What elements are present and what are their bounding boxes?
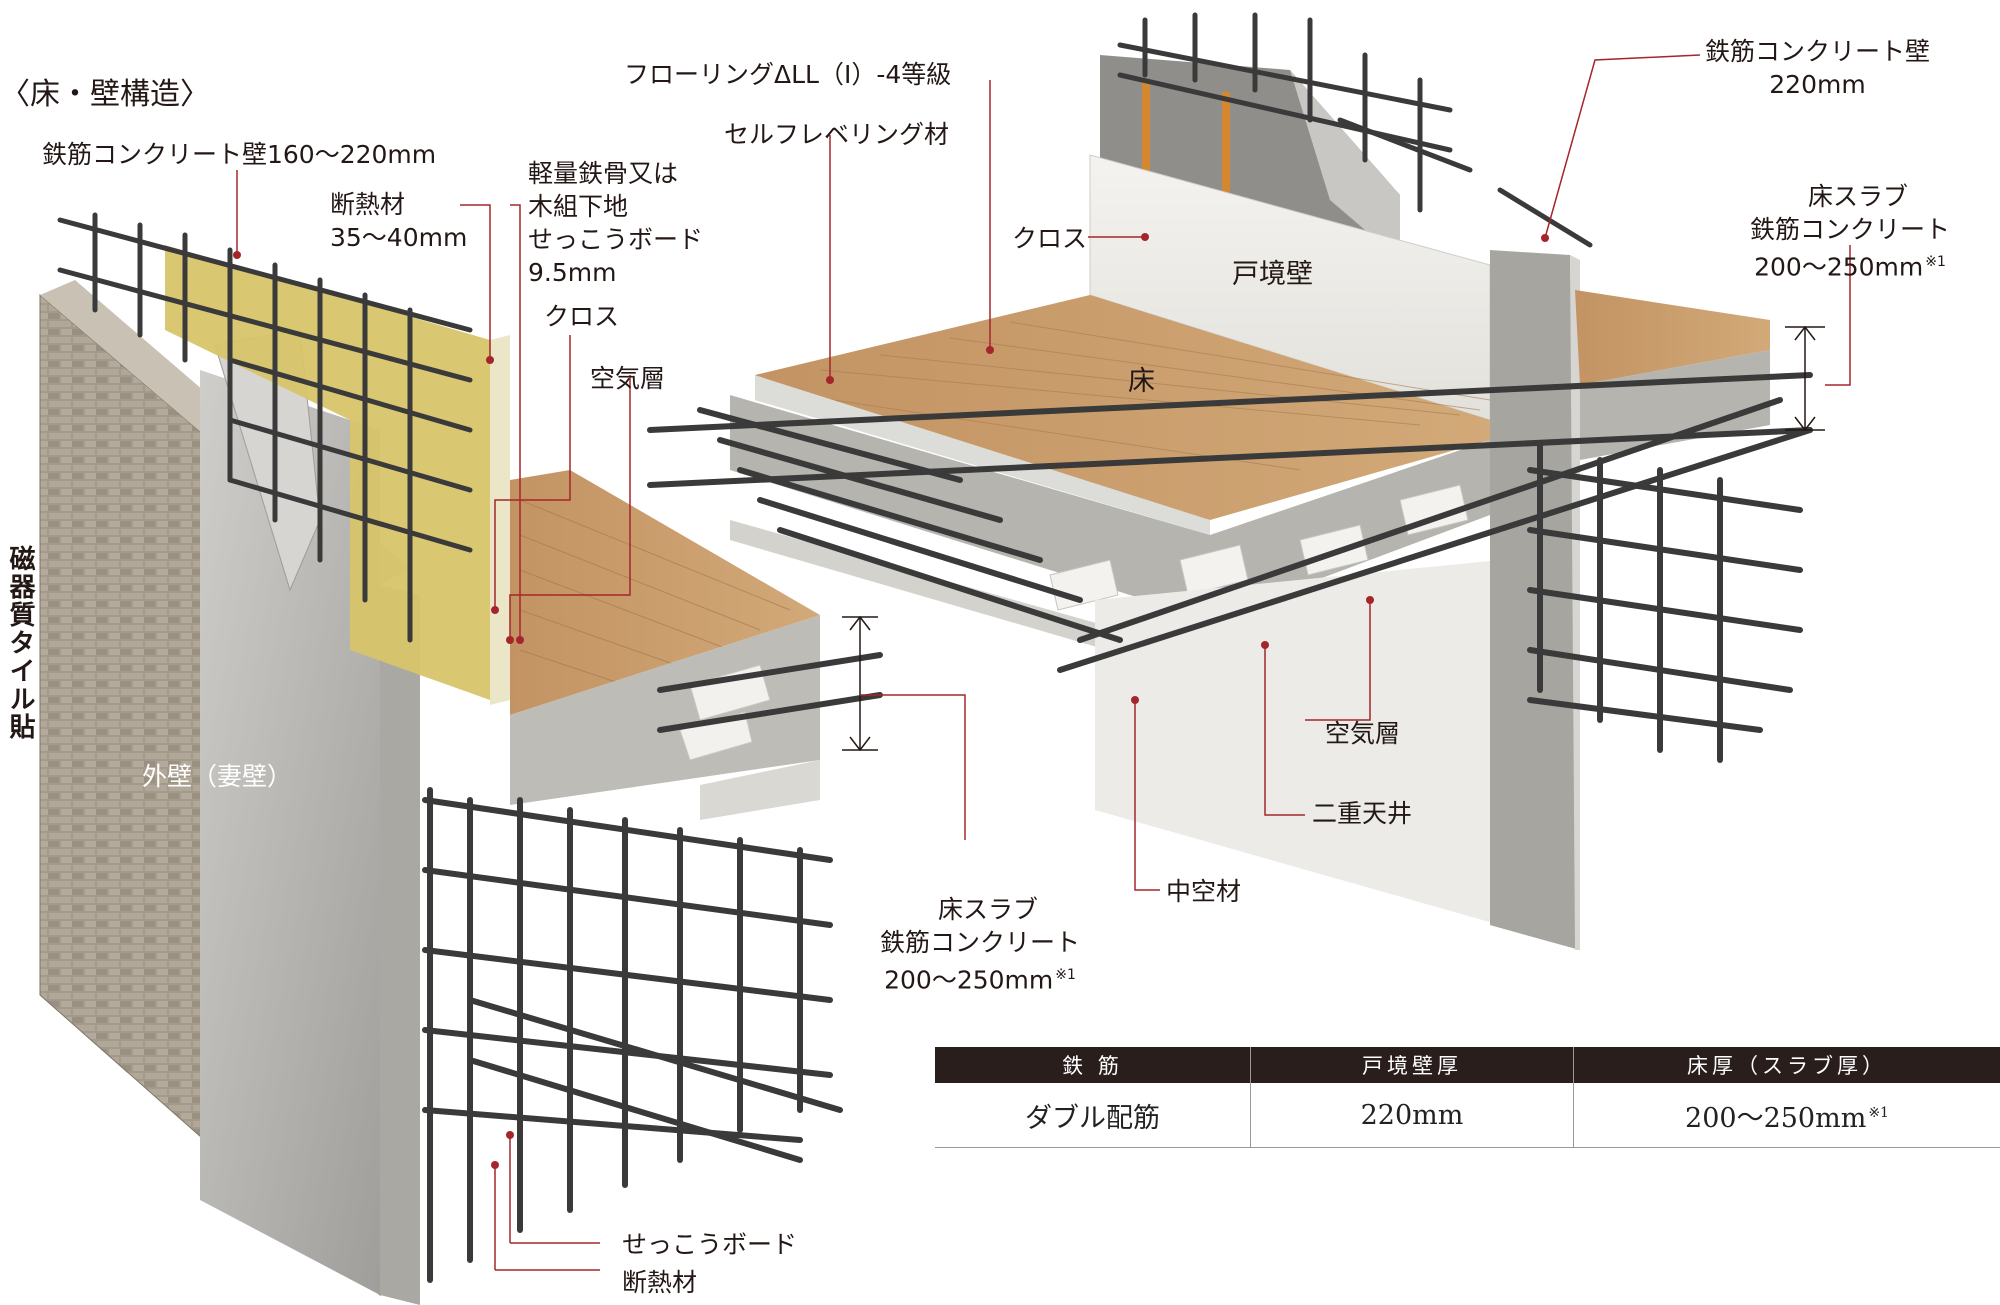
label-left-rc-wall: 鉄筋コンクリート壁160～220mm xyxy=(42,140,437,169)
spec-table-header-row: 鉄 筋 戸境壁厚 床厚（スラブ厚） xyxy=(935,1047,2000,1083)
label-left-gypsum: せっこうボード xyxy=(622,1230,798,1259)
leader-dots xyxy=(233,233,1549,1169)
label-right-slab-note: ※1 xyxy=(1925,254,1946,270)
label-right-air: 空気層 xyxy=(1325,719,1401,748)
concrete-wall-front xyxy=(380,585,420,1305)
label-party-wall: 戸境壁 xyxy=(1232,259,1313,290)
right-assembly xyxy=(647,12,1813,950)
spec-cell-floor-note: ※1 xyxy=(1868,1104,1889,1121)
label-left-frame: 軽量鉄骨又は 木組下地 せっこうボード 9.5mm xyxy=(528,159,704,287)
spec-table-row: ダブル配筋 220mm 200～250mm※1 xyxy=(935,1083,2000,1148)
dimension-markers xyxy=(842,325,1825,752)
left-rebar-cage xyxy=(422,652,883,1283)
section-heading: 〈床・壁構造〉 xyxy=(0,77,210,112)
adjacent-floor-wood xyxy=(1575,290,1770,385)
label-right-slab-text: 床スラブ 鉄筋コンクリート 200～250mm xyxy=(1750,182,1951,282)
spec-cell-floor-thickness: 200～250mm※1 xyxy=(1573,1083,2000,1148)
party-wall-stud2 xyxy=(1222,92,1230,202)
spec-cell-floor-value: 200～250mm xyxy=(1685,1102,1867,1134)
label-left-cloth: クロス xyxy=(544,302,620,331)
left-ceiling-board xyxy=(700,760,820,820)
concrete-wall xyxy=(200,370,380,1295)
label-floor: 床 xyxy=(1128,366,1155,397)
lower-party-wall xyxy=(1095,560,1500,925)
label-left-slab: 床スラブ 鉄筋コンクリート 200～250mm※1 xyxy=(880,860,1080,996)
label-right-slab: 床スラブ 鉄筋コンクリート 200～250mm※1 xyxy=(1750,147,1950,283)
spec-header-floor-thickness: 床厚（スラブ厚） xyxy=(1573,1047,2000,1083)
spec-header-wall-thickness: 戸境壁厚 xyxy=(1250,1047,1574,1083)
spec-header-rebar: 鉄 筋 xyxy=(935,1047,1251,1083)
label-left-insulation: 断熱材 35～40mm xyxy=(330,190,468,252)
rc-column-cut xyxy=(1570,255,1580,950)
party-wall-stud xyxy=(1142,82,1150,192)
left-assembly xyxy=(39,212,883,1305)
label-flooring: フローリングΔLL（Ⅰ）-4等級 xyxy=(624,60,952,89)
label-right-cloth: クロス xyxy=(1012,224,1088,253)
left-wall-rebar xyxy=(57,212,473,643)
label-left-slab-text: 床スラブ 鉄筋コンクリート 200～250mm xyxy=(880,895,1081,995)
left-floor-grain xyxy=(519,499,791,691)
label-hollow: 中空材 xyxy=(1166,877,1242,906)
left-slab-hollow xyxy=(689,664,771,721)
label-outer-wall: 外壁（妻壁） xyxy=(142,762,293,791)
label-left-slab-note: ※1 xyxy=(1055,967,1076,983)
rc-column xyxy=(1490,250,1580,950)
gypsum-strip xyxy=(490,335,510,705)
left-slab xyxy=(510,615,820,805)
party-wall-rebar xyxy=(1117,12,1593,248)
label-left-insulation-bottom: 断熱材 xyxy=(622,1268,698,1297)
spec-cell-rebar: ダブル配筋 xyxy=(935,1083,1251,1148)
tile-finish-label: 磁器質タイル貼 xyxy=(5,545,35,741)
leader-lines xyxy=(236,54,1851,1271)
spec-cell-wall-thickness: 220mm xyxy=(1250,1083,1574,1148)
label-self-leveling: セルフレベリング材 xyxy=(724,120,950,149)
spec-table: 鉄 筋 戸境壁厚 床厚（スラブ厚） ダブル配筋 220mm 200～250mm※… xyxy=(935,1047,2000,1148)
right-slab-rebar xyxy=(647,372,1813,673)
self-leveling-layer xyxy=(755,375,1210,535)
column-rebar-cage xyxy=(1527,442,1803,763)
label-left-air: 空気層 xyxy=(590,364,666,393)
label-double-ceiling: 二重天井 xyxy=(1312,799,1413,828)
label-right-rc-wall: 鉄筋コンクリート壁 220mm xyxy=(1705,37,1931,99)
